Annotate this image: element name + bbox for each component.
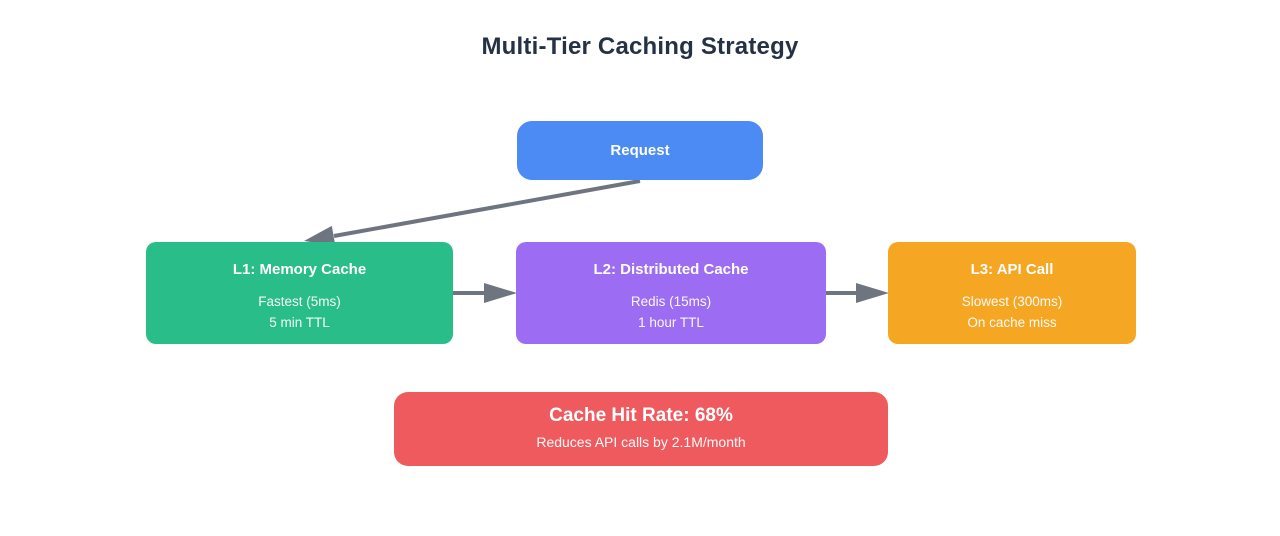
- arrow-request-to-l1: [304, 179, 641, 246]
- node-l3-detail-speed: Slowest (300ms): [961, 294, 1063, 309]
- arrow-l1-to-l2: [453, 283, 517, 303]
- diagram-title: Multi-Tier Caching Strategy: [481, 33, 799, 60]
- node-l1-title: L1: Memory Cache: [232, 261, 367, 278]
- node-l3-api-call: L3: API Call Slowest (300ms) On cache mi…: [888, 242, 1136, 344]
- node-l2-detail-ttl: 1 hour TTL: [638, 315, 704, 330]
- node-l1-detail-ttl: 5 min TTL: [269, 315, 330, 330]
- node-l1-memory-cache: L1: Memory Cache Fastest (5ms) 5 min TTL: [146, 242, 453, 344]
- summary-cache-hit-rate: Cache Hit Rate: 68% Reduces API calls by…: [394, 392, 888, 466]
- arrow-l2-to-l3: [826, 283, 889, 303]
- node-l2-distributed-cache: L2: Distributed Cache Redis (15ms) 1 hou…: [516, 242, 826, 344]
- summary-title: Cache Hit Rate: 68%: [549, 405, 733, 426]
- node-l3-detail-condition: On cache miss: [967, 315, 1057, 330]
- node-l1-detail-speed: Fastest (5ms): [258, 294, 341, 309]
- node-request: Request: [517, 121, 763, 180]
- node-l3-title: L3: API Call: [970, 261, 1054, 278]
- node-request-label: Request: [610, 142, 670, 159]
- node-l2-title: L2: Distributed Cache: [593, 261, 749, 278]
- summary-subtitle: Reduces API calls by 2.1M/month: [536, 434, 746, 450]
- node-l2-detail-speed: Redis (15ms): [630, 294, 712, 309]
